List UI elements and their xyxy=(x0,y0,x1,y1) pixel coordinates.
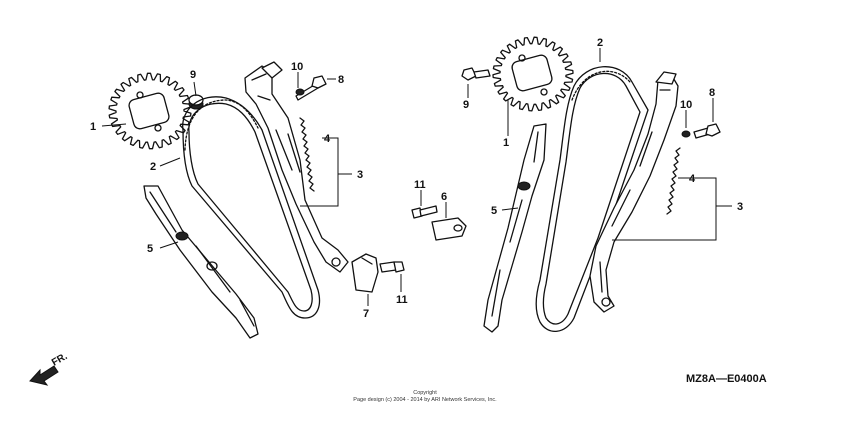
front-marker: FR. xyxy=(29,351,70,386)
right-assembly: 1 2 3 4 5 8 9 10 xyxy=(461,36,743,333)
left-cam-sprocket xyxy=(108,72,192,150)
right-cam-chain xyxy=(535,66,649,332)
front-arrow-icon xyxy=(29,365,59,386)
left-callout-2: 2 xyxy=(150,161,156,173)
left-tensioner-arm xyxy=(244,61,349,273)
right-washer-10 xyxy=(681,130,691,138)
center-shoe-7 xyxy=(351,253,379,293)
left-spring xyxy=(299,117,315,192)
center-bracket-6 xyxy=(431,217,467,241)
front-label: FR. xyxy=(50,351,70,369)
right-callout-8: 8 xyxy=(709,87,715,99)
right-callout-9: 9 xyxy=(463,99,469,111)
left-bolt-8 xyxy=(295,75,327,101)
right-callout-1: 1 xyxy=(503,137,509,149)
left-bolt-9 xyxy=(188,94,204,110)
right-bolt-9 xyxy=(461,67,491,81)
right-callout-5: 5 xyxy=(491,205,497,217)
right-callout-3: 3 xyxy=(737,201,743,213)
right-callout-10: 10 xyxy=(680,99,692,111)
right-cam-sprocket xyxy=(492,36,574,112)
center-callout-11b: 11 xyxy=(396,294,408,306)
left-chain-guide xyxy=(143,185,259,339)
center-callout-7: 7 xyxy=(363,308,369,320)
left-washer-10 xyxy=(295,88,305,96)
left-callout-10: 10 xyxy=(291,61,303,73)
center-parts: 6 7 11 11 xyxy=(351,179,467,320)
right-callout-2: 2 xyxy=(597,37,603,49)
left-callout-1: 1 xyxy=(90,121,96,133)
right-tensioner-arm xyxy=(589,71,679,313)
right-callout-4: 4 xyxy=(689,173,696,185)
left-cam-chain xyxy=(182,96,321,319)
center-bolt-11-upper xyxy=(411,205,438,219)
center-bolt-11-lower xyxy=(379,261,405,273)
left-callout-8: 8 xyxy=(338,74,344,86)
diagram-code: MZ8A—E0400A xyxy=(686,373,767,385)
left-callout-4: 4 xyxy=(324,133,331,145)
right-chain-guide xyxy=(483,123,547,333)
left-callout-9: 9 xyxy=(190,69,196,81)
copyright-line-2: Page design (c) 2004 - 2014 by ARI Netwo… xyxy=(353,397,497,403)
left-assembly: 1 2 3 4 5 8 9 10 xyxy=(90,61,363,339)
center-callout-6: 6 xyxy=(441,191,447,203)
right-spring xyxy=(666,147,681,215)
left-callout-5: 5 xyxy=(147,243,153,255)
center-callout-11a: 11 xyxy=(414,179,426,191)
left-callout-3: 3 xyxy=(357,169,363,181)
copyright-line-1: Copyright xyxy=(413,390,437,396)
right-bolt-8 xyxy=(693,123,721,139)
